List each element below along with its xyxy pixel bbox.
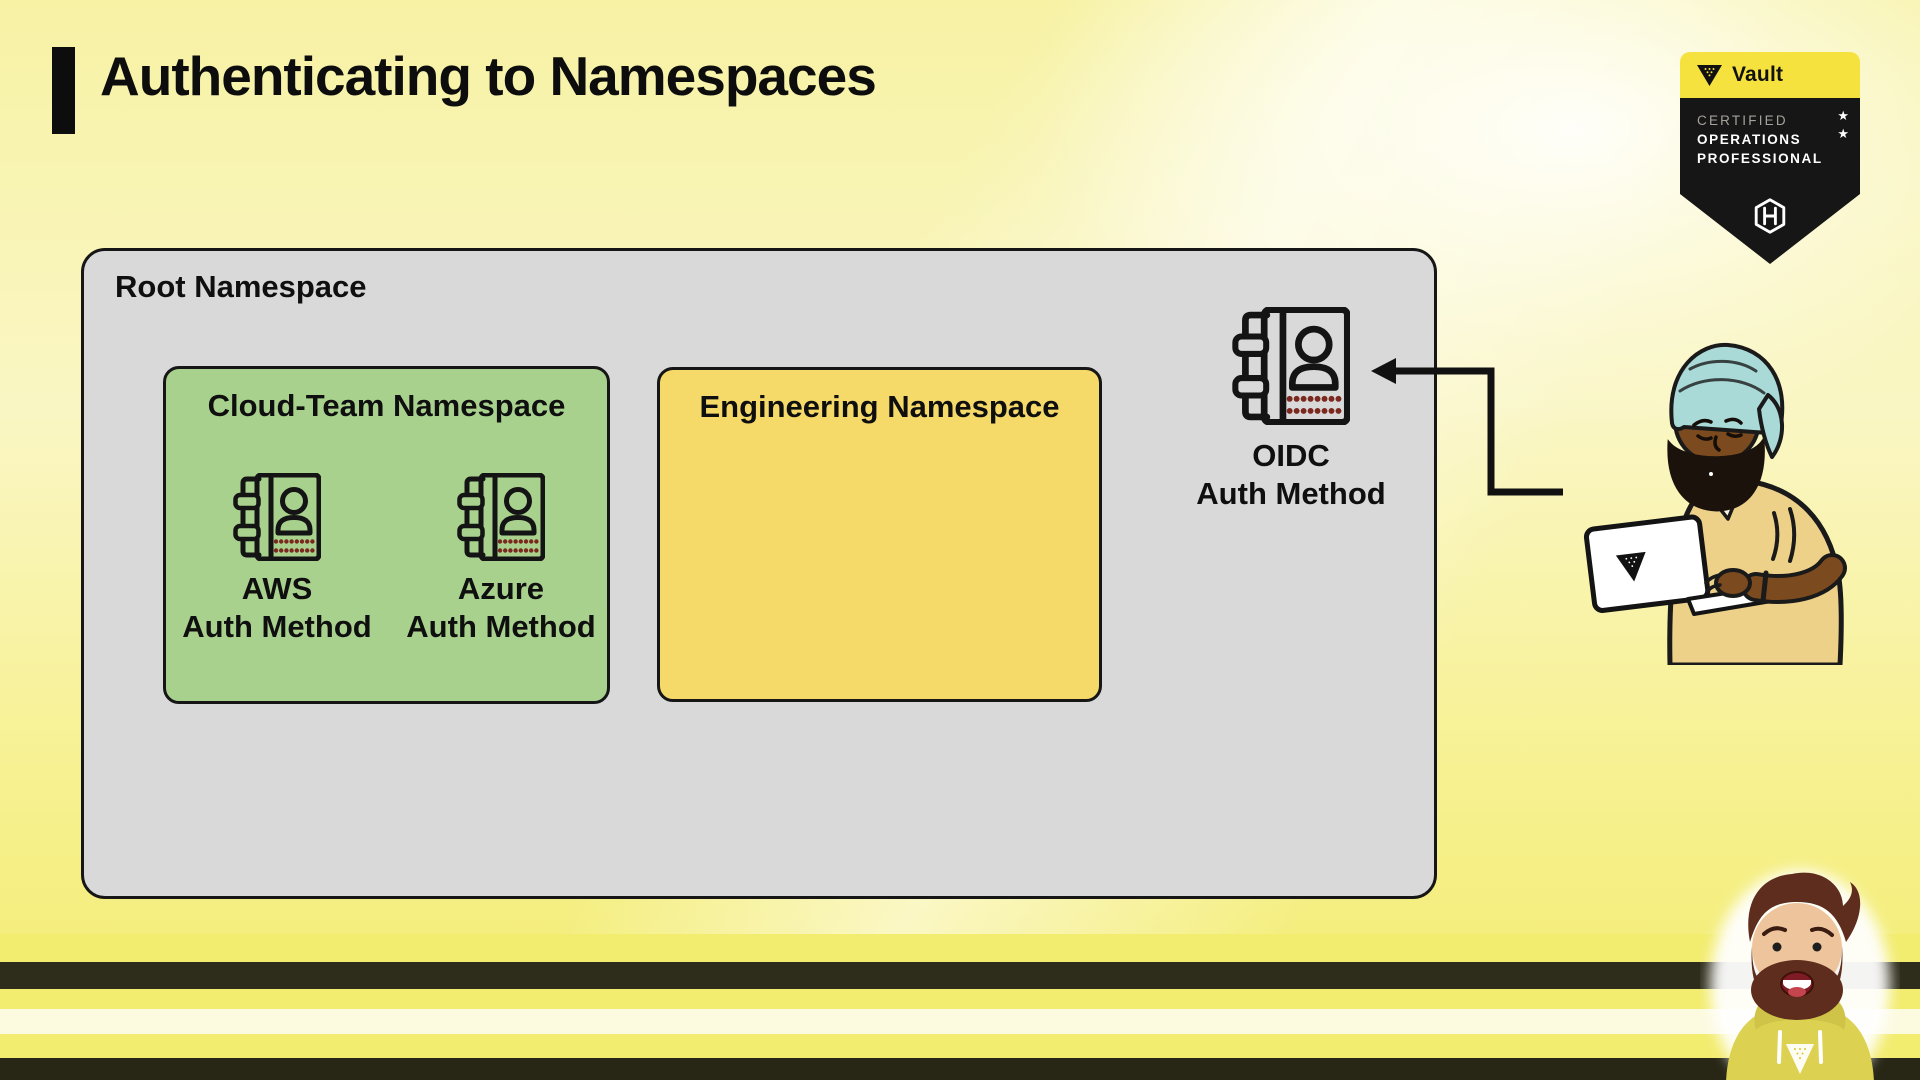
page-title: Authenticating to Namespaces: [100, 45, 877, 107]
laptop-icon: [1583, 514, 1711, 613]
vault-logo-icon: [1786, 1044, 1814, 1074]
auth-method-type: Auth Method: [1196, 476, 1386, 511]
vault-logo-icon: [1615, 551, 1646, 582]
auth-method-icon: [457, 473, 545, 561]
hand: [1704, 568, 1752, 598]
person-laptop-illustration: [1583, 342, 1847, 665]
oidc-auth-method: OIDC Auth Method: [1176, 307, 1406, 513]
bottom-stripe-band: [0, 934, 1920, 1080]
auth-method-icon: [1232, 307, 1350, 425]
aws-auth-method: AWS Auth Method: [162, 473, 392, 646]
mouth: [1780, 971, 1814, 997]
engineering-namespace-label: Engineering Namespace: [699, 389, 1060, 424]
vault-logo-icon: [1697, 64, 1722, 86]
face-details: [1692, 417, 1743, 452]
root-namespace-label: Root Namespace: [115, 269, 367, 304]
bracelet: [1760, 570, 1769, 604]
hair: [1748, 872, 1861, 942]
person-hoodie-illustration: [1710, 870, 1890, 1080]
badge-line-certified: CERTIFIED: [1697, 113, 1788, 128]
stripe-dark-lower: [0, 1058, 1920, 1080]
auth-method-type: Auth Method: [182, 609, 372, 644]
star-icon: ★: [1837, 108, 1849, 123]
auth-method-name: Azure: [457, 571, 545, 606]
badge-line-operations: OPERATIONS: [1697, 132, 1802, 147]
badge-body: CERTIFIED OPERATIONS PROFESSIONAL ★ ★: [1680, 98, 1860, 194]
azure-auth-method: Azure Auth Method: [386, 473, 616, 646]
badge-stars: ★ ★: [1837, 109, 1849, 140]
badge-line-professional: PROFESSIONAL: [1697, 151, 1823, 166]
beard: [1667, 436, 1765, 512]
badge-header: Vault: [1680, 52, 1860, 98]
turban: [1669, 342, 1785, 459]
auth-method-type: Auth Method: [406, 609, 596, 644]
star-icon: ★: [1837, 126, 1849, 141]
auth-method-name: AWS: [241, 571, 313, 606]
hashicorp-logo-icon: [1754, 198, 1786, 234]
vault-wordmark: Vault: [1732, 63, 1784, 86]
engineering-namespace-box: Engineering Namespace: [657, 367, 1102, 702]
cloud-team-namespace-label: Cloud-Team Namespace: [207, 388, 566, 423]
auth-method-icon: [233, 473, 321, 561]
stripe-dark-upper: [0, 962, 1920, 989]
title-accent-bar: [52, 47, 75, 134]
stripe-cream: [0, 1009, 1920, 1034]
vault-certification-badge: Vault CERTIFIED OPERATIONS PROFESSIONAL …: [1680, 52, 1860, 264]
auth-method-name: OIDC: [1252, 438, 1330, 473]
